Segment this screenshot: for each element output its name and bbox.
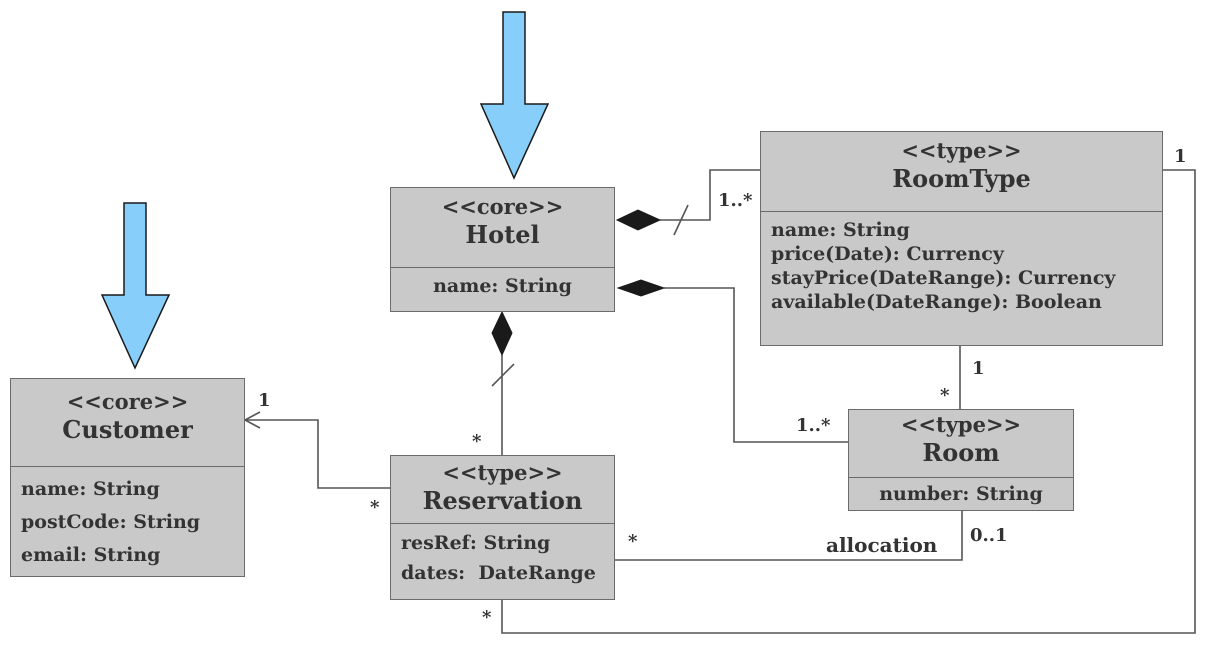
hotel-room-multiplicity: 1..* xyxy=(796,415,831,436)
hotel-roomtype-tick xyxy=(673,204,689,236)
hotel-roomtype-multiplicity: 1..* xyxy=(718,190,753,211)
attribute: name: String xyxy=(433,275,572,297)
roomtype-right-multiplicity: 1 xyxy=(1174,146,1187,167)
customer-one-multiplicity: 1 xyxy=(258,390,271,411)
stereotype-label: <<type>> xyxy=(900,412,1022,437)
allocation-connector xyxy=(615,511,963,561)
class-header: <<type>> RoomType xyxy=(761,132,1162,212)
attribute-list: name: String postCode: String email: Str… xyxy=(11,467,244,572)
roomtype-room-one-multiplicity: 1 xyxy=(972,358,985,379)
attribute-list: name: String price(Date): Currency stayP… xyxy=(761,212,1162,314)
class-reservation[interactable]: <<type>> Reservation resRef: String date… xyxy=(390,455,615,600)
class-room[interactable]: <<type>> Room number: String xyxy=(848,409,1074,511)
reservation-allocation-star-multiplicity: * xyxy=(628,531,638,552)
attribute: number: String xyxy=(879,483,1043,505)
reservation-bottom-star-multiplicity: * xyxy=(482,607,492,628)
class-name: Customer xyxy=(62,415,193,444)
class-hotel[interactable]: <<core>> Hotel name: String xyxy=(390,187,615,312)
attribute: dates: DateRange xyxy=(401,562,596,584)
hotel-room-connector xyxy=(664,287,848,443)
customer-pointer-arrow xyxy=(100,202,171,370)
customer-arrowhead xyxy=(243,411,261,429)
room-allocation-multiplicity: 0..1 xyxy=(970,525,1008,546)
customer-reservation-star-multiplicity: * xyxy=(370,497,380,518)
roomtype-room-star-multiplicity: * xyxy=(940,385,950,406)
attribute: postCode: String xyxy=(21,511,201,533)
allocation-role-label: allocation xyxy=(826,533,938,557)
class-header: <<core>> Hotel xyxy=(391,188,614,268)
attribute: price(Date): Currency xyxy=(771,243,1004,265)
class-roomtype[interactable]: <<type>> RoomType name: String price(Dat… xyxy=(760,131,1163,346)
stereotype-label: <<type>> xyxy=(442,460,563,485)
class-name: Reservation xyxy=(422,486,583,515)
class-name: Hotel xyxy=(465,220,540,249)
class-name: RoomType xyxy=(892,164,1031,193)
stereotype-label: <<core>> xyxy=(441,194,564,219)
class-header: <<type>> Reservation xyxy=(391,456,614,524)
hotel-pointer-arrow xyxy=(479,11,550,180)
hotel-reservation-diamond xyxy=(491,310,513,357)
class-customer[interactable]: <<core>> Customer name: String postCode:… xyxy=(10,378,245,577)
hotel-roomtype-diamond xyxy=(615,209,662,231)
hotel-roomtype-connector xyxy=(660,169,762,221)
class-header: <<core>> Customer xyxy=(11,379,244,467)
stereotype-label: <<core>> xyxy=(66,389,189,414)
hotel-reservation-tick xyxy=(491,363,515,387)
hotel-room-diamond xyxy=(616,279,666,297)
attribute-list: resRef: String dates: DateRange xyxy=(391,524,614,588)
attribute: name: String xyxy=(21,478,160,500)
attribute-list: name: String xyxy=(391,268,614,298)
stereotype-label: <<type>> xyxy=(901,138,1022,163)
attribute: resRef: String xyxy=(401,532,551,554)
attribute-list: number: String xyxy=(849,478,1073,506)
hotel-reservation-star-multiplicity: * xyxy=(472,431,482,452)
attribute: stayPrice(DateRange): Currency xyxy=(771,267,1116,289)
class-header: <<type>> Room xyxy=(849,410,1073,478)
reservation-customer-connector xyxy=(245,419,390,489)
attribute: available(DateRange): Boolean xyxy=(771,291,1102,313)
class-name: Room xyxy=(922,438,1000,467)
roomtype-reservation-connector xyxy=(501,169,1196,634)
attribute: name: String xyxy=(771,219,910,241)
attribute: email: String xyxy=(21,544,161,566)
